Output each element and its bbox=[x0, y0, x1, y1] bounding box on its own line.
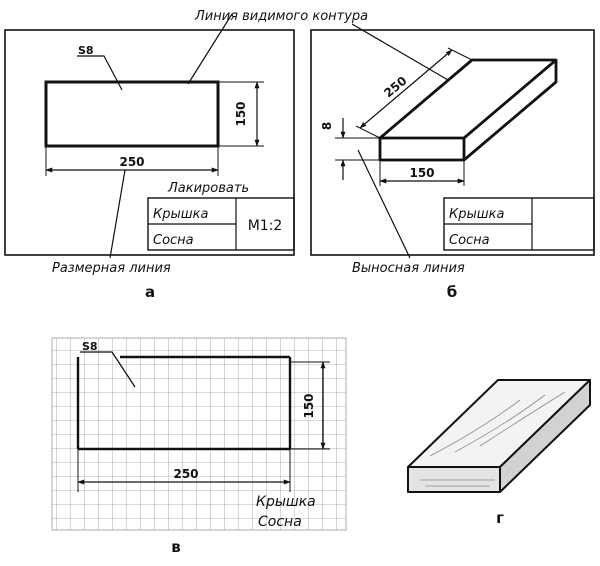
title-part-name: Крышка bbox=[153, 207, 208, 222]
panel-g-caption: г bbox=[496, 509, 504, 527]
dimension-line-leader bbox=[109, 169, 126, 259]
thickness-dimension-value: 8 bbox=[320, 122, 334, 130]
lid-front-view bbox=[44, 80, 220, 148]
title-part-name-b: Крышка bbox=[449, 207, 504, 222]
extension-line-label: Выносная линия bbox=[352, 261, 465, 276]
wood-grain bbox=[420, 391, 566, 487]
title-scale: М1:2 bbox=[248, 218, 283, 234]
sketch-material: Сосна bbox=[258, 514, 302, 530]
panel-b-caption: б bbox=[447, 283, 457, 301]
title-block-b: Крышка Сосна bbox=[443, 197, 595, 251]
panel-v-caption: в bbox=[171, 538, 181, 556]
visible-contour-label: Линия видимого контура bbox=[194, 9, 368, 24]
height-dimension-value: 150 bbox=[234, 101, 248, 126]
panel-a: S8 250 150 Лакировать Крышка Сосна М1:2 … bbox=[4, 13, 295, 301]
board-front-face bbox=[407, 466, 501, 493]
length-extension-near bbox=[355, 125, 381, 139]
panel-a-caption: а bbox=[145, 283, 155, 301]
extension-line-leader bbox=[357, 149, 411, 259]
panel-a-frame bbox=[4, 29, 295, 256]
title-material: Сосна bbox=[153, 233, 194, 248]
sketch-thickness-label: S8 bbox=[82, 340, 98, 353]
sketch-width-value: 250 bbox=[173, 467, 198, 481]
length-dimension-line bbox=[359, 49, 453, 129]
dimension-line-label: Размерная линия bbox=[52, 261, 171, 276]
sketch-height-value: 150 bbox=[302, 393, 316, 418]
panel-b: 250 150 8 Крышка Сосна б bbox=[310, 29, 595, 301]
lid-isometric-view bbox=[378, 58, 558, 162]
thickness-label: S8 bbox=[78, 44, 94, 57]
board-side-face bbox=[499, 379, 591, 493]
panel-b-frame bbox=[310, 29, 595, 256]
sketch-thickness-leader bbox=[80, 351, 136, 388]
thickness-leader bbox=[77, 55, 123, 91]
sketch-rectangle bbox=[76, 355, 292, 451]
sketch-part-name: Крышка bbox=[256, 494, 316, 510]
title-block-a: Крышка Сосна М1:2 bbox=[147, 197, 295, 251]
width-dimension-value-b: 150 bbox=[409, 166, 434, 180]
panel-g: г bbox=[407, 379, 591, 527]
width-dimension-value: 250 bbox=[119, 155, 144, 169]
rendered-board bbox=[407, 379, 591, 493]
graph-paper bbox=[51, 337, 347, 531]
visible-contour-leader-b bbox=[351, 23, 449, 81]
title-material-b: Сосна bbox=[449, 233, 490, 248]
finish-note: Лакировать bbox=[167, 181, 249, 196]
panel-v: S8 250 150 Крышка Сосна в bbox=[51, 337, 347, 556]
visible-contour-leader bbox=[187, 13, 233, 85]
length-dimension-value: 250 bbox=[381, 74, 409, 101]
